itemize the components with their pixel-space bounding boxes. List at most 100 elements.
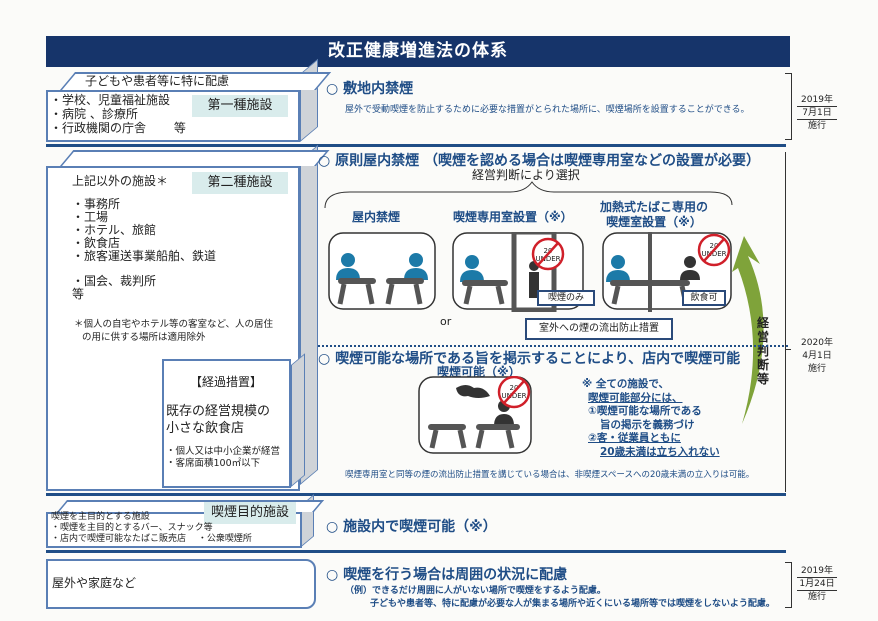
transition-box bbox=[162, 359, 291, 488]
note-line: ①喫煙可能な場所である bbox=[588, 405, 702, 417]
type1-tag: 第一種施設 bbox=[192, 95, 288, 117]
list-item: ・喫煙を主目的とするバー、スナック等 bbox=[51, 523, 213, 533]
svg-text:20: 20 bbox=[544, 247, 553, 255]
sec4-box bbox=[46, 559, 316, 609]
sec2-items: ・事務所 ・工場 ・ホテル、旅館 ・飲食店 ・旅客運送事業船舶、鉄道 ・国会、裁… bbox=[72, 198, 216, 301]
bracket bbox=[785, 73, 792, 140]
management-decision-label: 経営判断等 bbox=[757, 316, 770, 386]
title-line: 既存の経営規模の bbox=[166, 404, 271, 419]
box-3d-top bbox=[60, 150, 330, 166]
sec4-label: 屋外や家庭など bbox=[52, 576, 137, 590]
person-icon bbox=[409, 253, 423, 267]
list-item: ・国会、裁判所 bbox=[72, 274, 157, 288]
sec1-body: 屋外で受動喫煙を防止するために必要な措置がとられた場所に、喫煙場所を設置すること… bbox=[345, 105, 750, 115]
box-3d-side bbox=[291, 353, 305, 487]
transition-footer: 喫煙専用室と同等の煙の流出防止措置を講じている場合は、非喫煙スペースへの20歳未… bbox=[345, 470, 755, 480]
date-label: 施行 bbox=[807, 364, 826, 374]
smoke-leak-prevention-label: 室外への煙の流出防止措置 bbox=[525, 318, 673, 340]
bracket bbox=[785, 562, 792, 608]
sec1-top-label: 子どもや患者等に特に配慮 bbox=[85, 74, 230, 88]
sec3-items: 喫煙を主目的とする施設 ・喫煙を主目的とするバー、スナック等 ・店内で喫煙可能な… bbox=[51, 512, 252, 545]
option-indoor-ban: 屋内禁煙 bbox=[352, 210, 401, 224]
note-line: 20歳未満は立ち入れない bbox=[600, 445, 720, 458]
food-ok-label: 飲食可 bbox=[682, 290, 726, 306]
note-line: ②客・従業員ともに bbox=[588, 432, 681, 444]
sec1-heading: ○ 敷地内禁煙 bbox=[326, 81, 414, 97]
date-day: 1月24日 bbox=[797, 578, 837, 591]
smoke-icon bbox=[456, 385, 490, 398]
sec2-footnote: ＊個人の自宅やホテル等の客室など、人の居住 の用に供する場所は適用除外 bbox=[74, 318, 273, 344]
svg-text:UNDER: UNDER bbox=[501, 392, 526, 400]
list-item: ・病院 、診療所 bbox=[50, 107, 138, 121]
sec4-example-1: （例）できるだけ周囲に人がいない場所で喫煙をするよう配慮。 bbox=[345, 586, 606, 596]
smoking-purpose-tag: 喫煙目的施設 bbox=[204, 502, 296, 524]
transition-heading: ○ 喫煙可能な場所である旨を掲示することにより、店内で喫煙可能 bbox=[318, 351, 741, 367]
smoking-only-label: 喫煙のみ bbox=[537, 290, 595, 306]
page-title: 改正健康増進法の体系 bbox=[46, 36, 790, 67]
timeline-tick bbox=[785, 349, 791, 350]
green-arrow-icon bbox=[732, 236, 764, 424]
list-item: ・事務所 bbox=[72, 197, 121, 211]
title-line: 小さな飲食店 bbox=[166, 421, 245, 436]
svg-text:20: 20 bbox=[510, 384, 519, 392]
choice-brace bbox=[324, 181, 733, 209]
no-smoking-picture bbox=[328, 232, 436, 310]
list-item: ・ホテル、旅館 bbox=[72, 223, 157, 237]
person-icon bbox=[611, 255, 625, 269]
sec4-example-2: 子どもや患者等、特に配慮が必要な人が集まる場所や近くにいる場所等では喫煙をしない… bbox=[370, 599, 775, 609]
sec3-intro: 喫煙を主目的とする施設 bbox=[51, 512, 150, 522]
list-item: ・学校、児童福祉施設 bbox=[50, 93, 171, 107]
date-year: 2019年 bbox=[797, 565, 837, 578]
svg-text:UNDER: UNDER bbox=[701, 250, 726, 258]
list-item: 等 bbox=[72, 287, 85, 301]
person-icon bbox=[465, 255, 479, 269]
svg-text:20: 20 bbox=[710, 242, 719, 250]
transition-note: ※ 全ての施設で、 喫煙可能部分には、 ①喫煙可能な場所である 旨の掲示を義務づ… bbox=[582, 378, 720, 459]
list-item: ・個人又は中小企業が経営 bbox=[166, 446, 281, 457]
sec2-intro: 上記以外の施設＊ bbox=[72, 174, 169, 188]
option-heated-tobacco-room: 加熱式たばこ専用の喫煙室設置（※） bbox=[600, 200, 708, 230]
smoking-allowed-picture: 20 UNDER bbox=[418, 376, 532, 454]
note-line: ※ 全ての施設で、 bbox=[582, 378, 669, 390]
transition-items: ・個人又は中小企業が経営・客席面積100㎡以下 bbox=[166, 446, 280, 470]
divider bbox=[46, 493, 786, 496]
type2-tag: 第二種施設 bbox=[192, 172, 288, 194]
option-line: 加熱式たばこ専用の bbox=[600, 200, 709, 214]
dotted-divider bbox=[318, 345, 788, 347]
date-day: 7月1日 bbox=[797, 107, 837, 120]
sec2-heading: ○ 原則屋内禁煙 （喫煙を認める場合は喫煙専用室などの設置が必要） bbox=[318, 153, 760, 169]
sec2-date: 2020年 4月1日施行 bbox=[797, 337, 837, 376]
svg-text:UNDER: UNDER bbox=[535, 255, 560, 263]
date-label: 施行 bbox=[807, 121, 826, 131]
transition-label: 【経過措置】 bbox=[190, 375, 263, 389]
footnote-line: の用に供する場所は適用除外 bbox=[82, 332, 206, 343]
sec1-items: ・学校、児童福祉施設 ・病院 、診療所 ・行政機関の庁舎 等 bbox=[50, 93, 186, 135]
smoking-room-picture: 20 UNDER bbox=[452, 232, 584, 312]
date-year: 2019年 bbox=[797, 94, 837, 107]
transition-title: 既存の経営規模の小さな飲食店 bbox=[166, 403, 270, 437]
note-line: 旨の掲示を義務づけ bbox=[600, 418, 695, 431]
footnote-line: ＊個人の自宅やホテル等の客室など、人の居住 bbox=[74, 319, 274, 330]
list-item: ・工場 bbox=[72, 210, 109, 224]
option-line: 喫煙室設置（※） bbox=[606, 215, 702, 229]
date-day: 4月1日 bbox=[802, 351, 832, 361]
option-smoking-room: 喫煙専用室設置（※） bbox=[453, 210, 573, 224]
divider bbox=[46, 550, 786, 553]
choice-label: 経営判断により選択 bbox=[472, 168, 580, 182]
date-label: 施行 bbox=[807, 592, 826, 602]
sec4-heading: ○ 喫煙を行う場合は周囲の状況に配慮 bbox=[326, 567, 568, 583]
transition-sub: 喫煙可能（※） bbox=[437, 365, 521, 379]
list-item: ・客席面積100㎡以下 bbox=[166, 458, 261, 469]
list-item: ・飲食店 bbox=[72, 236, 121, 250]
timeline-line bbox=[785, 152, 793, 492]
date-year: 2020年 bbox=[801, 338, 833, 348]
or-label: or bbox=[440, 315, 452, 328]
list-item: ・旅客運送事業船舶、鉄道 bbox=[72, 249, 217, 263]
list-item: ・行政機関の庁舎 等 bbox=[50, 121, 186, 135]
note-line: 喫煙可能部分には、 bbox=[588, 391, 683, 404]
divider bbox=[46, 144, 786, 147]
sec3-facility-box bbox=[46, 512, 302, 548]
list-item: ・店内で喫煙可能なたばこ販売店 ・公衆喫煙所 bbox=[51, 534, 252, 544]
